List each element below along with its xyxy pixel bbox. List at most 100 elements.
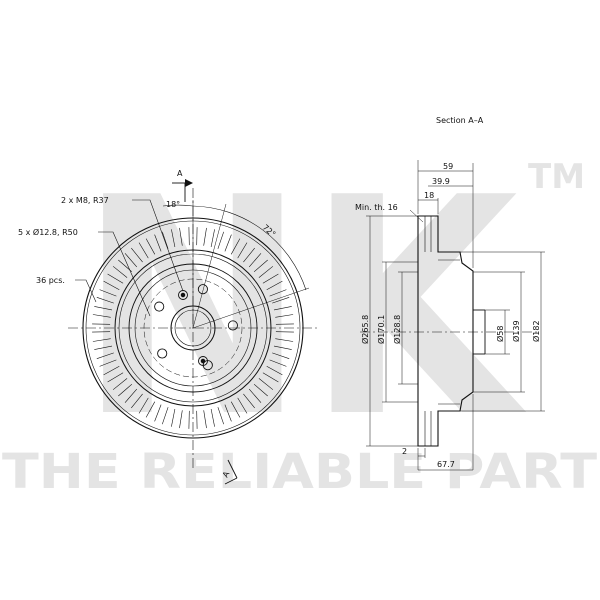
- threaded-hole-core: [200, 358, 206, 364]
- vent-slot-edge: [96, 297, 114, 304]
- vent-slot-edge: [272, 297, 290, 304]
- vent-slot-edge: [107, 372, 124, 383]
- vent-slot-edge: [248, 388, 262, 403]
- leader-bolt: [132, 199, 184, 292]
- dia-label-58: Ø58: [495, 326, 505, 342]
- vent-slot-edge: [145, 238, 156, 255]
- vent-slot-edge: [96, 352, 114, 359]
- section-arrowhead-top: [185, 179, 193, 187]
- vent-slot-edge: [131, 247, 143, 263]
- vent-slot-edge: [258, 266, 274, 278]
- angle-18-label: 18°: [166, 200, 180, 209]
- wheel-hole: [154, 301, 165, 312]
- vent-slot-edge: [210, 408, 215, 427]
- vent-slot-edge: [154, 234, 162, 252]
- section-title: Section A–A: [436, 116, 484, 125]
- wheel-hole: [227, 320, 238, 331]
- vent-slot-edge: [230, 401, 241, 418]
- vent-slot-edge: [94, 306, 113, 311]
- dim-top-label-18: 18: [424, 191, 434, 200]
- vent-slot-edge: [248, 253, 262, 268]
- vent-slot-edge: [118, 383, 133, 397]
- vent-slot-edge: [269, 359, 287, 367]
- vent-slot-edge: [237, 242, 248, 259]
- vent-slot-edge: [272, 352, 290, 359]
- vent-slot-edge: [224, 404, 232, 422]
- section-cut-bottom: [227, 459, 238, 479]
- slots-label: 36 pcs.: [36, 276, 65, 285]
- vent-slot-edge: [203, 227, 207, 246]
- watermark: NK TM THE RELIABLE PART: [2, 134, 597, 500]
- dia-label-182: Ø182: [531, 320, 541, 342]
- dim-top-label-59: 59: [443, 162, 453, 171]
- vent-slot-edge: [171, 408, 176, 427]
- vent-slot-edge: [99, 289, 117, 297]
- section-view-labels: Section A–A Min. th. 16 59 39.9 18 2 67.…: [355, 116, 541, 469]
- vent-slot-edge: [210, 229, 215, 248]
- vent-slots: [92, 227, 294, 429]
- vent-slot-edge: [266, 365, 283, 376]
- dim-bottom-label-67-7: 67.7: [437, 460, 455, 469]
- vent-slot-edge: [103, 280, 120, 291]
- vent-slot-edge: [138, 397, 149, 414]
- leader-slots: [75, 279, 97, 303]
- watermark-tagline: THE RELIABLE PART: [2, 444, 597, 500]
- min-thickness-label: Min. th. 16: [355, 203, 398, 212]
- vent-slot-edge: [273, 306, 292, 311]
- angle-ref-line-72: [192, 287, 310, 329]
- dim-bottom-label-2: 2: [402, 447, 407, 456]
- vent-slot-edge: [92, 338, 111, 342]
- leader-min-thickness: [409, 209, 424, 223]
- vent-slot-edge: [107, 273, 124, 284]
- vent-slot-edge: [243, 393, 255, 409]
- bolt-label: 2 x M8, R37: [61, 196, 109, 205]
- vent-slot-edge: [262, 372, 279, 383]
- section-view: [360, 160, 545, 471]
- dim-top-label-39-9: 39.9: [432, 177, 450, 186]
- vent-slot-edge: [138, 242, 149, 259]
- dia-label-170-1: Ø170.1: [376, 315, 386, 344]
- dia-label-139: Ø139: [511, 320, 521, 342]
- vent-slot-edge: [131, 393, 143, 409]
- vent-slot-edge: [203, 410, 207, 429]
- vent-slot-edge: [269, 289, 287, 297]
- watermark-logo: NK: [78, 134, 528, 483]
- vent-slot-edge: [237, 397, 248, 414]
- vent-slot-edge: [124, 388, 138, 403]
- vent-slot-edge: [112, 266, 128, 278]
- section-marker-top: A: [177, 169, 183, 178]
- vent-slot-edge: [179, 410, 183, 429]
- angle-arc-18: [162, 204, 194, 207]
- vent-slot-edge: [217, 407, 224, 425]
- watermark-trademark: TM: [528, 157, 585, 197]
- vent-slot-edge: [275, 314, 294, 318]
- vent-slot-edge: [92, 314, 111, 318]
- vent-slot-edge: [124, 253, 138, 268]
- vent-slot-edge: [253, 383, 268, 397]
- vent-slot-edge: [273, 345, 292, 350]
- vent-slot-edge: [253, 259, 268, 273]
- vent-slot-edge: [112, 378, 128, 390]
- vent-slot-edge: [179, 227, 183, 246]
- vent-slot-edge: [217, 231, 224, 249]
- hole-label: 5 x Ø12.8, R50: [18, 227, 78, 237]
- vent-slot-edge: [94, 345, 113, 350]
- vent-slot-edge: [224, 234, 232, 252]
- vent-slot-edge: [266, 280, 283, 291]
- dia-label-128-8: Ø128.8: [392, 315, 402, 344]
- front-view: [68, 179, 318, 485]
- threaded-hole: [198, 356, 208, 366]
- vent-slot-edge: [243, 247, 255, 263]
- section-marker-bottom: A: [221, 469, 232, 479]
- vent-slot-edge: [171, 229, 176, 248]
- section-arrow-bottom: [224, 477, 238, 485]
- vent-slot-edge: [230, 238, 241, 255]
- vent-slot-edge: [145, 401, 156, 418]
- vent-slot-edge: [103, 365, 120, 376]
- vent-slot-edge: [258, 378, 274, 390]
- angle-ref-line-18: [192, 203, 227, 329]
- vent-slot-edge: [154, 404, 162, 422]
- wheel-hole: [197, 284, 208, 295]
